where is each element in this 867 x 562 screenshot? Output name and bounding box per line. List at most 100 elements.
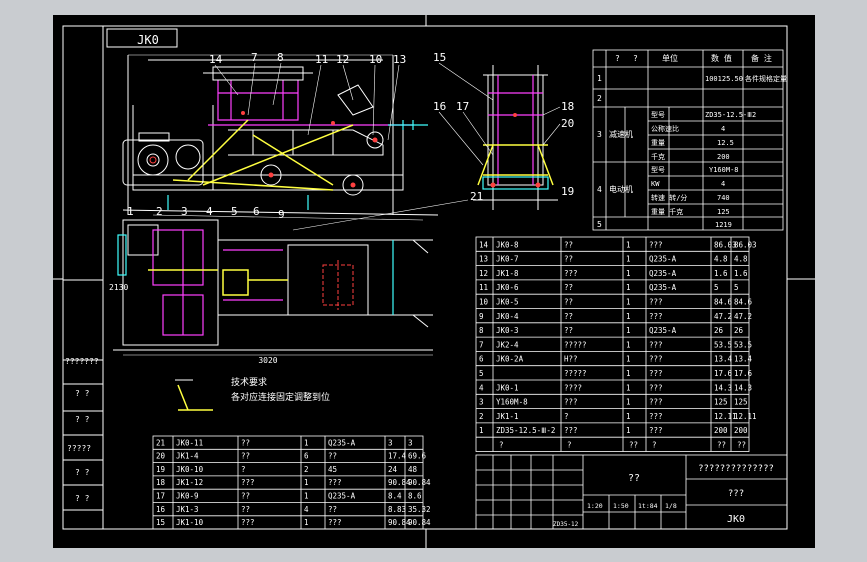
- balloon-4: 4: [206, 205, 213, 218]
- balloon-15: 15: [433, 51, 446, 64]
- params-row-7-no: 4: [597, 185, 602, 194]
- bom-left-cell: 21: [156, 438, 165, 447]
- bom-right-cell: 26: [714, 326, 724, 335]
- balloon-7: 7: [251, 51, 258, 64]
- side-mark-6: ? ?: [75, 494, 90, 503]
- bom-left-cell: 90.84: [388, 518, 411, 527]
- bom-right-cell: 4.8: [714, 255, 728, 264]
- params-row-4-key: 公称速比: [651, 124, 679, 133]
- bom-right-cell: 4: [479, 383, 484, 392]
- params-row-7-key: 型号: [651, 165, 665, 174]
- bom-right-cell: Q235-A: [649, 255, 677, 264]
- tech-title: 技术要求: [231, 376, 267, 388]
- bom-right-cell: 200: [734, 426, 748, 435]
- cad-canvas: ??????? ? ? ? ? ????? ? ? ? ? JK0: [53, 15, 815, 548]
- bom-left-cell: JK0-10: [176, 465, 204, 474]
- tech-notes: 技术要求 各对应连接固定调整到位: [175, 376, 330, 411]
- params-row-7-value: Y160M-8: [709, 166, 739, 174]
- bom-right-cell: 1.6: [714, 269, 728, 278]
- bom-left-cell: 1: [304, 518, 309, 527]
- bom-right-cell: Q235-A: [649, 283, 677, 292]
- bom-right-cell: 200: [714, 426, 728, 435]
- bom-right-cell: 1: [626, 355, 631, 364]
- bom-right-cell: 14: [479, 240, 489, 249]
- bom-left-cell: 8.83: [388, 505, 406, 514]
- bom-right-cell: JK0-3: [496, 326, 519, 335]
- bom-right-cell: ???: [649, 312, 663, 321]
- bom-right-cell: Q235-A: [649, 269, 677, 278]
- bom-right-cell: ??: [564, 255, 573, 264]
- params-row-3-no: 3: [597, 130, 602, 139]
- balloon-5: 5: [231, 205, 238, 218]
- bom-left-cell: ??: [241, 452, 250, 461]
- params-header-2: ?: [633, 54, 638, 63]
- bom-right-cell: ???: [649, 398, 663, 407]
- side-mark-4: ?????: [67, 444, 91, 453]
- bom-right-cell: 1: [626, 340, 631, 349]
- bom-left-cell: ???: [328, 518, 342, 527]
- bom-left-cell: 45: [328, 465, 337, 474]
- bom-left-cell: ???: [241, 478, 255, 487]
- bom-left-cell: Q235-A: [328, 492, 356, 501]
- bom-left-cell: JK0-11: [176, 438, 203, 447]
- bom-right-header: ?: [567, 441, 572, 450]
- bom-right-cell: 13.4: [734, 355, 753, 364]
- bom-left-cell: 1: [304, 492, 309, 501]
- bom-right-cell: 5: [479, 369, 484, 378]
- bom-right-cell: 1: [626, 369, 631, 378]
- params-header-1: ?: [615, 54, 620, 63]
- bom-right-cell: 14.3: [714, 383, 732, 392]
- balloon-20: 20: [561, 117, 574, 130]
- bom-right-cell: ???: [564, 398, 578, 407]
- bom-right-cell: 9: [479, 312, 484, 321]
- bom-left-cell: JK1-3: [176, 505, 199, 514]
- drawing-sheet: ??????? ? ? ? ? ????? ? ? ? ? JK0: [53, 15, 815, 548]
- params-row-1-note: 各件规格定量: [745, 74, 787, 83]
- params-row-5-key: 重量: [651, 139, 665, 147]
- bom-left-cell: 1: [304, 438, 309, 447]
- bom-right-cell: 47.2: [714, 312, 732, 321]
- params-row-3-key: 型号: [651, 110, 665, 119]
- bom-left-cell: 90.84: [408, 478, 431, 487]
- title-name: ??????????????: [698, 464, 774, 474]
- bom-left-cell: JK0-9: [176, 492, 199, 501]
- bom-left-cell: 8.4: [388, 492, 402, 501]
- params-row-7-name: 电动机: [609, 184, 633, 194]
- bom-right-cell: 26: [734, 326, 744, 335]
- side-view: [473, 65, 558, 210]
- bom-right-cell: JK0-6: [496, 283, 519, 292]
- bom-left-cell: 69.6: [408, 452, 427, 461]
- params-row-6-key: 千克: [651, 152, 665, 161]
- bom-left-cell: ?: [241, 465, 246, 474]
- params-row-3-value: ZD35-12.5-Ⅲ2: [705, 111, 756, 119]
- bom-right-cell: 1: [626, 383, 631, 392]
- balloon-2: 2: [156, 205, 163, 218]
- corner-mark: ZD35-12: [553, 521, 579, 528]
- params-table: ? ? 单位 数 值 备 注 1 100125.50 各件规格定量 2 3 减速…: [592, 49, 787, 231]
- params-row-1-value: 100125.50: [705, 75, 743, 83]
- bom-right-cell: 7: [479, 340, 484, 349]
- bom-right-cell: JK0-2A: [496, 355, 524, 364]
- bom-right-cell: 11: [479, 283, 488, 292]
- front-view: [122, 54, 439, 221]
- bom-left-cell: ??: [241, 505, 250, 514]
- bom-right-cell: 1: [626, 312, 631, 321]
- bom-right-cell: 13.4: [714, 355, 733, 364]
- bom-right-cell: 1: [626, 398, 631, 407]
- bom-right-cell: JK1-8: [496, 269, 519, 278]
- bom-right-header: ?: [652, 441, 657, 450]
- bom-right-cell: ???: [649, 369, 663, 378]
- bom-right-cell: 125: [714, 398, 728, 407]
- params-row-8-key: KW: [651, 180, 660, 188]
- bom-right-cell: 1: [626, 269, 631, 278]
- bom-right-cell: 1: [479, 426, 484, 435]
- bom-right-cell: ???: [649, 298, 663, 307]
- bom-right-cell: ZD35-12.5-Ⅲ-2: [496, 426, 555, 435]
- params-row-6-value: 200: [717, 153, 730, 161]
- bom-left-cell: 2: [304, 465, 309, 474]
- bom-right-cell: 53.5: [734, 340, 752, 349]
- balloon-16: 16: [433, 100, 446, 113]
- params-row-10-key: 重量 千克: [651, 207, 683, 216]
- balloon-9: 9: [278, 208, 285, 221]
- bom-right-cell: JK0-5: [496, 298, 519, 307]
